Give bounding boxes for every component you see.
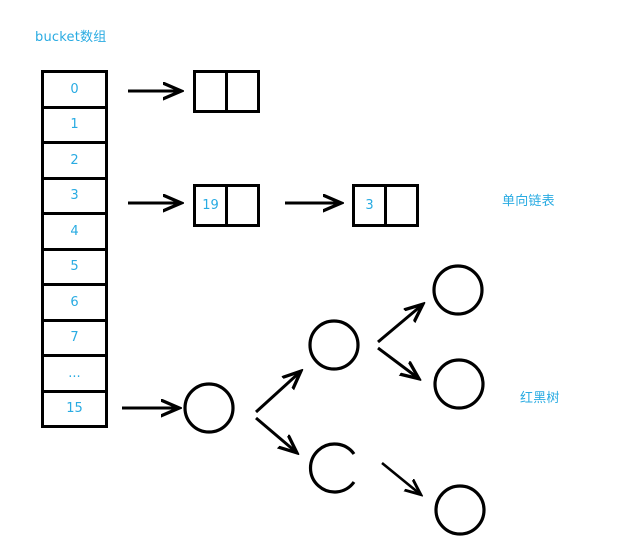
list-node-next <box>228 73 257 110</box>
list-node-value: 3 <box>355 187 387 224</box>
tree-node-left <box>308 319 360 371</box>
bucket-cell[interactable]: 0 <box>44 73 105 109</box>
bucket-cell[interactable]: 4 <box>44 215 105 251</box>
tree-node-left-left <box>432 264 484 316</box>
tree-edge-right-to-right-right <box>381 461 420 494</box>
tree-node-left-right <box>433 358 485 410</box>
tree-edge-root-to-left <box>254 372 300 414</box>
tree-node-right-right <box>434 484 486 536</box>
bucket-cell[interactable]: 1 <box>44 109 105 144</box>
linked-list-label: 单向链表 <box>502 194 555 209</box>
red-black-tree-label: 红黑树 <box>520 391 560 406</box>
bucket-cell[interactable]: 2 <box>44 144 105 180</box>
tree-node-root <box>183 382 235 434</box>
bucket-cell[interactable]: 3 <box>44 180 105 215</box>
page-title: bucket数组 <box>35 30 107 45</box>
list-node: 3 <box>352 184 419 227</box>
list-node-next <box>387 187 416 224</box>
list-node-value <box>196 73 228 110</box>
list-node-next <box>228 187 257 224</box>
bucket-cell[interactable]: 7 <box>44 322 105 357</box>
tree-node-right <box>308 442 356 494</box>
tree-edge-left-to-left-right <box>377 346 418 378</box>
bucket-array: 0 1 2 3 4 5 6 7 ... 15 <box>41 70 108 428</box>
list-node: 19 <box>193 184 260 227</box>
bucket-cell[interactable]: 15 <box>66 401 83 417</box>
tree-edge-root-to-right <box>255 416 296 452</box>
bucket-cell[interactable]: ... <box>44 357 105 393</box>
bucket-cell[interactable]: 6 <box>44 286 105 322</box>
tree-edge-left-to-left-left <box>377 305 422 344</box>
bucket-cell[interactable]: 5 <box>44 251 105 286</box>
list-node <box>193 70 260 113</box>
list-node-value: 19 <box>196 187 228 224</box>
